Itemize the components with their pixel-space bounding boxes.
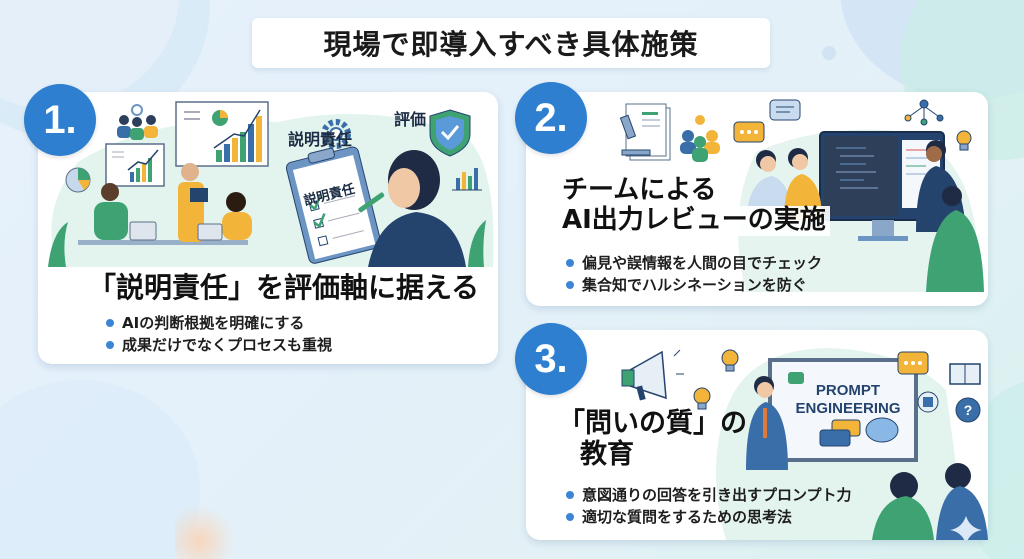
plant-icon — [48, 222, 68, 267]
accountability-label: 説明責任 — [288, 130, 353, 149]
team-meeting-illustration — [78, 163, 252, 245]
book-icon — [949, 363, 981, 385]
lightbulb-icon — [721, 349, 739, 372]
evaluator-illustration — [358, 150, 466, 267]
measure-card-1: 説明責任 評価 説明責任 「説明責任」を評価軸に据える AIの判断根拠を明確にす… — [38, 92, 498, 364]
card-2-heading-line-1: チームによる — [562, 175, 717, 205]
board-line-1: PROMPT — [815, 382, 881, 399]
bullet-item: 成果だけでなくプロセスも重視 — [106, 334, 332, 356]
card-2-heading: チームによる AI出力レビューの実施 — [562, 175, 830, 236]
bullet-item: 意図通りの回答を引き出すプロンプト力 — [566, 484, 852, 506]
card-3-bullets: 意図通りの回答を引き出すプロンプト力 適切な質問をするための思考法 — [566, 484, 852, 528]
lightbulb-icon — [956, 130, 972, 151]
step-number-badge-3: 3. — [515, 323, 587, 395]
microscope-document-icon — [619, 103, 671, 161]
background-dot — [822, 46, 836, 60]
measure-card-2: チームによる AI出力レビューの実施 偏見や誤情報を人間の目でチェック 集合知で… — [526, 92, 988, 306]
board-line-2: ENGINEERING — [795, 400, 901, 417]
card-2-heading-line-2: AI出力レビューの実施 — [562, 205, 830, 236]
card-1-bullets: AIの判断根拠を明確にする 成果だけでなくプロセスも重視 — [106, 312, 332, 356]
reviewers-illustration — [746, 140, 984, 292]
background-circle — [0, 380, 200, 559]
gear-icon — [321, 119, 351, 149]
plant-icon — [468, 220, 486, 267]
pie-chart-icon — [65, 167, 91, 193]
background-circle — [840, 0, 1024, 100]
chat-bubble-icon — [819, 351, 929, 447]
chat-bubble-icon — [733, 99, 801, 143]
card-3-heading-line-1: 「問いの質」の — [558, 408, 747, 439]
accountability-illustration — [48, 101, 494, 267]
brain-icon — [865, 417, 899, 443]
megaphone-icon — [621, 349, 684, 401]
bullet-dot-icon — [566, 259, 574, 267]
presenter-illustration — [746, 376, 788, 470]
ai-chip-icon — [917, 391, 939, 413]
card-3-heading-line-2: 教育 — [580, 439, 634, 471]
bullet-item: AIの判断根拠を明確にする — [106, 312, 332, 334]
card-1-heading: 「説明責任」を評価軸に据える — [88, 271, 480, 304]
step-number-badge-1: 1. — [24, 84, 96, 156]
shield-check-icon — [429, 109, 471, 157]
bullet-item: 偏見や誤情報を人間の目でチェック — [566, 252, 822, 274]
chart-board-icon — [105, 143, 165, 187]
evaluation-label: 評価 — [394, 110, 427, 129]
lightbulb-icon — [693, 387, 711, 410]
background-glow — [175, 505, 235, 559]
bullet-dot-icon — [566, 491, 574, 499]
bullet-dot-icon — [106, 319, 114, 327]
team-idea-icon — [680, 115, 720, 162]
bullet-dot-icon — [566, 281, 574, 289]
page-title: 現場で即導入すべき具体施策 — [323, 28, 699, 61]
bullet-dot-icon — [106, 341, 114, 349]
clipboard-checklist-icon — [285, 146, 382, 264]
prompt-engineering-board-text: PROMPT ENGINEERING — [788, 382, 908, 418]
chart-board-icon — [175, 101, 269, 167]
step-number-badge-2: 2. — [515, 82, 587, 154]
card-2-bullets: 偏見や誤情報を人間の目でチェック 集合知でハルシネーションを防ぐ — [566, 252, 822, 296]
network-icon — [904, 99, 944, 126]
svg-text:?: ? — [964, 402, 973, 418]
card-3-heading: 「問いの質」の 教育 — [558, 408, 747, 470]
measure-card-3: ? PROMPT ENGINEERING 「問いの質」の 教育 意図通りの回答を… — [526, 330, 988, 540]
bullet-item: 集合知でハルシネーションを防ぐ — [566, 274, 822, 296]
question-bubble-icon: ? — [955, 397, 981, 423]
page-title-box: 現場で即導入すべき具体施策 — [252, 18, 770, 68]
bullet-item: 適切な質問をするための思考法 — [566, 506, 852, 528]
bar-chart-icon — [452, 168, 482, 191]
bullet-dot-icon — [566, 513, 574, 521]
team-icon — [117, 104, 158, 140]
